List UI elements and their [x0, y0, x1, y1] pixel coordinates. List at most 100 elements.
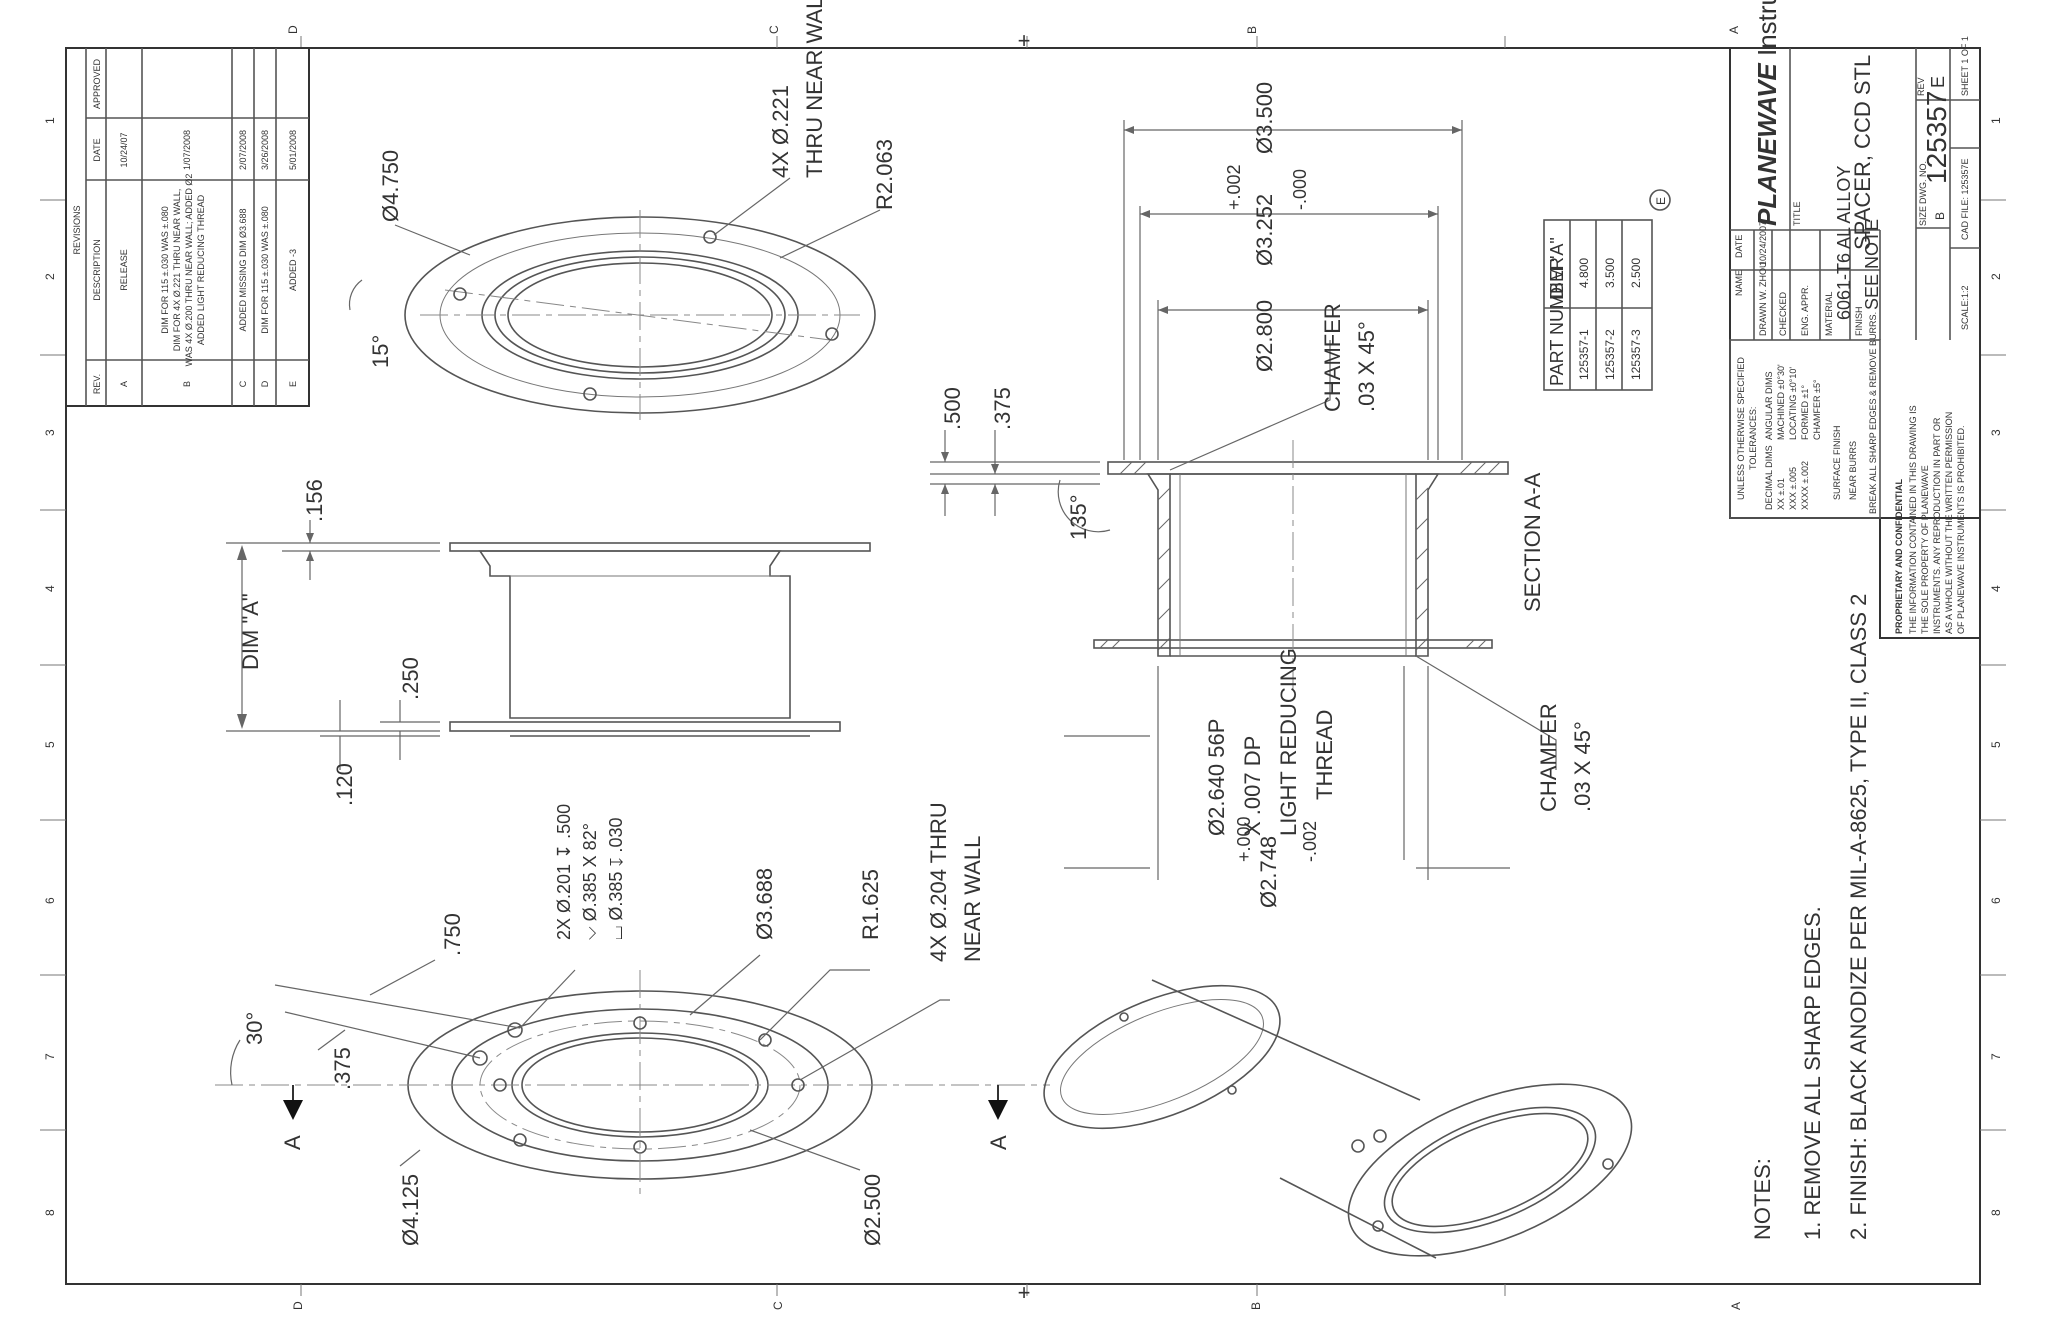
- zone-1-right: 1: [1989, 117, 2003, 124]
- side-dim-250: .250: [398, 657, 423, 700]
- section-dia-2800: Ø2.800: [1252, 300, 1277, 372]
- rev-header-approved: APPROVED: [92, 58, 102, 109]
- zone-2-right: 2: [1989, 273, 2003, 280]
- bottom-holes-2x-3: ⌴ Ø.385 ↧ .030: [606, 818, 626, 940]
- drawn-label: DRAWN: [1758, 302, 1768, 336]
- rev-header-date: DATE: [92, 138, 102, 161]
- zone-4-left: 4: [43, 585, 57, 592]
- side-view: DIM "A" .156 .250 .120: [226, 479, 871, 806]
- bottom-dim-750: .750: [440, 913, 465, 956]
- bottom-holes-4x-2: NEAR WALL: [960, 836, 985, 962]
- tol-decimal-title: DECIMAL DIMS: [1764, 445, 1774, 510]
- section-dim-375: .375: [990, 387, 1015, 430]
- material-value: 6061-T6 AL ALLOY: [1834, 166, 1854, 320]
- drawing-title: SPACER, CCD STL: [1850, 55, 1875, 250]
- bottom-radius: R1.625: [858, 869, 883, 940]
- title-label: TITLE: [1792, 201, 1802, 226]
- section-tol-2748-plus: +.000: [1234, 816, 1254, 862]
- rev-e-desc: ADDED -3: [288, 249, 298, 291]
- tol-angular-4: CHAMFER ±5°: [1812, 379, 1822, 440]
- part-row-2-dim: 3.500: [1603, 258, 1617, 288]
- tolerances-line-2: TOLERANCES:: [1748, 407, 1758, 470]
- eng-appr-label: ENG. APPR.: [1800, 285, 1810, 336]
- name-header: NAME: [1734, 270, 1744, 296]
- rev-b-date: 1/07/2008: [182, 130, 192, 170]
- section-thread-3: LIGHT REDUCING: [1276, 648, 1301, 836]
- part-table-header-dim: DIM "A": [1547, 237, 1567, 300]
- side-dim-a: DIM "A": [238, 593, 263, 670]
- drawn-date: 10/24/2007: [1758, 221, 1768, 266]
- top-flange-holes: [453, 230, 839, 401]
- side-dim-156: .156: [302, 479, 327, 522]
- bottom-dia-3688: Ø3.688: [752, 868, 777, 940]
- bottom-dia-4125: Ø4.125: [398, 1174, 423, 1246]
- size-label: SIZE: [1918, 206, 1928, 226]
- zone-c-top: C: [767, 25, 781, 34]
- tolerances-line-1: UNLESS OTHERWISE SPECIFIED: [1736, 357, 1746, 500]
- section-thread-2: X .007 DP: [1240, 736, 1265, 836]
- part-row-3-number: 125357-3: [1629, 329, 1643, 380]
- rev-b-desc-1: DIM FOR 115 ±.030 WAS ±.080: [160, 206, 170, 333]
- section-dia-3500: Ø3.500: [1252, 82, 1277, 154]
- zone-6-right: 6: [1989, 897, 2003, 904]
- finish-label: FINISH: [1854, 306, 1864, 336]
- zone-6-left: 6: [43, 897, 57, 904]
- break-edges: BREAK ALL SHARP EDGES & REMOVE BURRS.: [1868, 312, 1878, 514]
- section-arrow-right: [988, 1100, 1008, 1120]
- title-block: PLANEWAVE Instruments TITLE SPACER, CCD …: [1729, 0, 1981, 639]
- finish-value: SEE NOTE: [1862, 219, 1882, 310]
- surface-finish: SURFACE FINISH: [1832, 425, 1842, 500]
- top-flange-view: Ø4.750 4X Ø.221 THRU NEAR WALL R2.063 15…: [348, 0, 897, 420]
- zone-a-bottom: A: [1729, 1302, 1743, 1310]
- size-value: B: [1933, 212, 1947, 220]
- section-chamfer-bot: CHAMFER: [1536, 703, 1561, 812]
- zone-d-bottom: D: [291, 1301, 305, 1310]
- revisions-table: REVISIONS REV. DESCRIPTION DATE APPROVED…: [65, 47, 310, 407]
- section-chamfer-bot-size: .03 X 45°: [1570, 721, 1595, 812]
- section-chamfer-top: CHAMFER: [1320, 303, 1345, 412]
- company-name-rest: Instruments: [1752, 0, 1782, 63]
- proprietary-title: PROPRIETARY AND CONFIDENTIAL: [1894, 478, 1904, 634]
- rev-e-rev: E: [288, 381, 298, 387]
- tol-decimal-3: XXXX ±.002: [1800, 461, 1810, 510]
- rev-c-date: 2/07/2008: [238, 130, 248, 170]
- notes-title: NOTES:: [1750, 1158, 1775, 1240]
- part-table-header-number: PART NUMBER: [1547, 257, 1567, 386]
- rev-b-desc-4: ADDED LIGHT REDUCING THREAD: [196, 194, 206, 345]
- tol-angular-1: MACHINED ±0°30': [1776, 364, 1786, 440]
- tol-angular-3: FORMED ±1°: [1800, 385, 1810, 440]
- bottom-angle: 30°: [242, 1012, 267, 1045]
- tol-angular-2: LOCATING ±0°10': [1788, 367, 1798, 440]
- section-angle-135: 135°: [1066, 494, 1091, 540]
- rev-d-rev: D: [260, 380, 270, 387]
- top-angle: 15°: [368, 335, 393, 368]
- proprietary-line-4: AS A WHOLE WITHOUT THE WRITTEN PERMISSIO…: [1944, 412, 1954, 634]
- top-dia-outer: Ø4.750: [378, 150, 403, 222]
- bottom-flange-view: A A 2X Ø.201 ↧ .500 ⌵ Ø.385 X 82° ⌴ Ø.38…: [215, 802, 1050, 1246]
- proprietary-line-2: THE SOLE PROPERTY OF PLANEWAVE: [1920, 465, 1930, 634]
- zone-a-top: A: [1727, 26, 1741, 34]
- proprietary-line-3: INSTRUMENTS. ANY REPRODUCTION IN PART OR: [1932, 417, 1942, 634]
- zone-5-right: 5: [1989, 741, 2003, 748]
- part-table-rev-mark: E: [1654, 197, 1668, 205]
- material-label: MATERIAL: [1824, 292, 1834, 336]
- zone-3-right: 3: [1989, 429, 2003, 436]
- proprietary-line-1: THE INFORMATION CONTAINED IN THIS DRAWIN…: [1908, 405, 1918, 634]
- dwg-no-label: DWG. NO.: [1918, 161, 1928, 204]
- section-tol-3252-minus: -.000: [1290, 169, 1310, 210]
- rev-b-desc-2: DIM FOR 4X Ø.221 THRU NEAR WALL,: [172, 189, 182, 352]
- rev-label: REV: [1916, 77, 1926, 96]
- bottom-holes-2x-1: 2X Ø.201 ↧ .500: [554, 804, 574, 940]
- zone-1-left: 1: [43, 117, 57, 124]
- rev-e-date: 5/01/2008: [288, 130, 298, 170]
- tol-decimal-1: XX ±.01: [1776, 478, 1786, 510]
- rev-header-rev: REV.: [92, 374, 102, 394]
- zone-7-right: 7: [1989, 1053, 2003, 1060]
- zone-d-top: D: [286, 25, 300, 34]
- side-dim-120: .120: [332, 763, 357, 806]
- revisions-title: REVISIONS: [72, 205, 82, 254]
- cad-file: CAD FILE: 125357E: [1960, 158, 1970, 240]
- svg-text:+: +: [1018, 28, 1031, 53]
- section-hatching: [1099, 461, 1501, 651]
- notes: NOTES: 1. REMOVE ALL SHARP EDGES. 2. FIN…: [1750, 594, 1871, 1240]
